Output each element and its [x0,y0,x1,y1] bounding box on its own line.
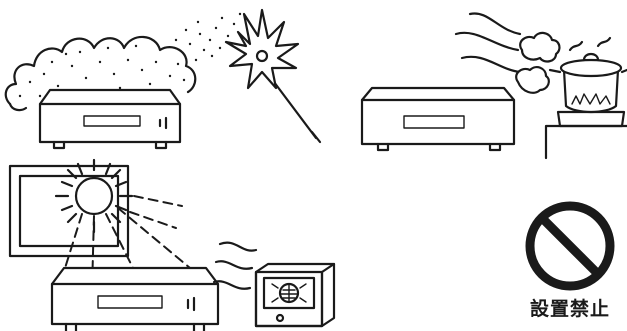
projector-in-dust-icon [40,90,180,148]
dust-specks [19,13,241,97]
heater-icon [256,264,334,326]
feather-duster-icon [226,10,320,142]
steam-puff [516,67,549,93]
installation-prohibited-label: 設置禁止 [524,294,616,321]
scene-sunlight-heat [10,160,334,331]
scene-dust [6,10,320,148]
sun-icon [56,160,182,232]
projector-in-sunlight-icon [52,268,218,331]
steam-puff [520,33,559,62]
no-entry-icon [530,206,610,286]
projector-near-steam-icon [362,88,514,150]
window-icon [10,166,128,256]
boiling-pot-on-stove-icon [546,38,627,158]
scene-steam [362,13,627,158]
